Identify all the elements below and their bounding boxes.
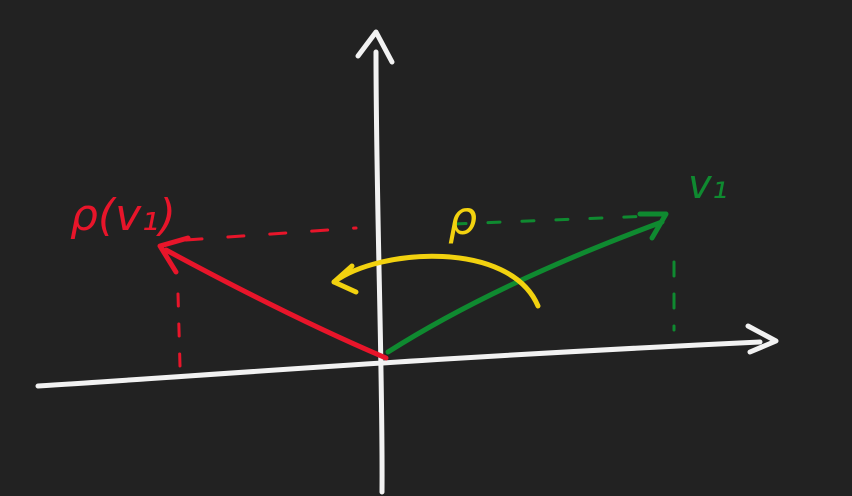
y-axis-line	[373, 49, 385, 495]
coordinate-axes	[35, 29, 779, 495]
original-vector-arrow-head-icon	[637, 211, 669, 241]
rotated-vector-shaft	[163, 247, 389, 361]
rotated-vector-projection-lines	[176, 226, 358, 368]
rotation-arc	[331, 253, 541, 309]
original-vector-projection-lines	[452, 214, 676, 332]
original-vector-label: v₁	[688, 162, 728, 208]
x-axis-arrow-head-icon	[745, 323, 779, 355]
x-axis-line	[35, 339, 763, 389]
rotated-vector	[157, 235, 389, 361]
rotated-vector-horizontal-projection	[184, 226, 358, 242]
y-axis-arrow-head-icon	[355, 29, 395, 65]
rotation-arrow	[331, 253, 541, 309]
rotation-arrow-head-icon	[331, 263, 359, 295]
original-vector	[385, 211, 669, 355]
original-vector-horizontal-projection	[452, 214, 652, 226]
rotated-vector-label: ρ(v₁)	[70, 190, 176, 241]
rotated-vector-vertical-projection	[176, 292, 182, 368]
rotated-vector-arrow-head-icon	[157, 235, 191, 275]
rotation-label: ρ	[448, 191, 477, 245]
